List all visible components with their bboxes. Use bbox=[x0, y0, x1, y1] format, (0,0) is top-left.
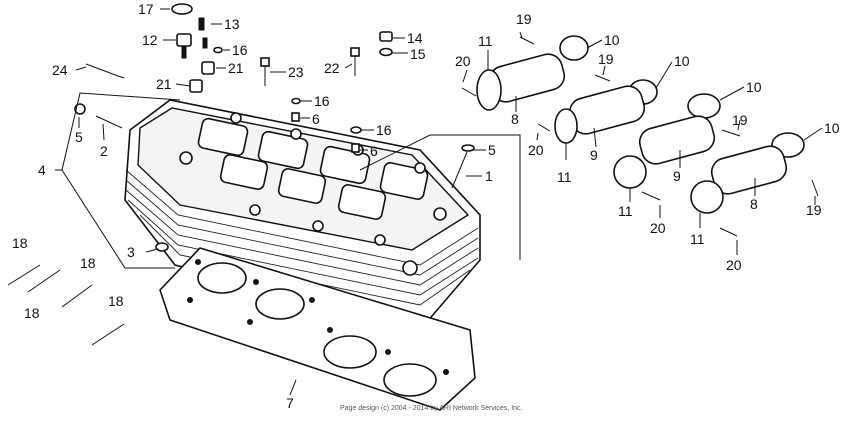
part-labels: 17 13 12 16 21 21 23 24 5 2 16 6 16 6 14… bbox=[12, 1, 840, 411]
label-20d: 20 bbox=[726, 257, 742, 273]
label-18a: 18 bbox=[12, 235, 28, 251]
copyright-notice: Page design (c) 2004 - 2014 by ARI Netwo… bbox=[340, 405, 523, 412]
label-19c: 19 bbox=[732, 112, 748, 128]
spark-plug-24 bbox=[85, 63, 125, 79]
label-9b: 9 bbox=[673, 168, 681, 184]
intake-parts bbox=[461, 35, 819, 237]
label-24: 24 bbox=[52, 62, 68, 78]
label-16b: 16 bbox=[314, 93, 330, 109]
label-16c: 16 bbox=[376, 122, 392, 138]
label-23: 23 bbox=[288, 64, 304, 80]
label-6a: 6 bbox=[312, 111, 320, 127]
label-10c: 10 bbox=[746, 79, 762, 95]
label-19b: 19 bbox=[598, 51, 614, 67]
label-21a: 21 bbox=[228, 60, 244, 76]
plug-tube-2 bbox=[95, 115, 123, 129]
label-19a: 19 bbox=[516, 11, 532, 27]
cap-nut-12 bbox=[176, 33, 192, 47]
label-20c: 20 bbox=[650, 220, 666, 236]
label-11b: 11 bbox=[557, 169, 572, 185]
label-8a: 8 bbox=[511, 111, 519, 127]
label-22: 22 bbox=[324, 60, 340, 76]
label-11a: 11 bbox=[478, 33, 493, 49]
label-21b: 21 bbox=[156, 76, 172, 92]
label-2: 2 bbox=[100, 143, 108, 159]
label-19d: 19 bbox=[806, 202, 822, 218]
dowel-13 bbox=[198, 17, 205, 31]
label-10d: 10 bbox=[824, 120, 840, 136]
label-11c: 11 bbox=[618, 203, 633, 219]
label-17: 17 bbox=[138, 1, 154, 17]
label-5a: 5 bbox=[75, 129, 83, 145]
label-12: 12 bbox=[142, 32, 158, 48]
label-9a: 9 bbox=[590, 147, 598, 163]
label-18b: 18 bbox=[80, 255, 96, 271]
label-10a: 10 bbox=[604, 32, 620, 48]
label-1: 1 bbox=[485, 168, 493, 184]
label-10b: 10 bbox=[674, 53, 690, 69]
label-14: 14 bbox=[407, 30, 423, 46]
label-3: 3 bbox=[127, 244, 135, 260]
leader-lines bbox=[55, 8, 823, 396]
label-15: 15 bbox=[410, 46, 426, 62]
label-5b: 5 bbox=[488, 142, 496, 158]
studs-18 bbox=[7, 264, 125, 346]
hardware-parts bbox=[74, 3, 475, 252]
o-ring-17 bbox=[171, 3, 193, 15]
label-6b: 6 bbox=[370, 143, 378, 159]
label-4: 4 bbox=[38, 162, 46, 178]
label-18c: 18 bbox=[24, 305, 40, 321]
label-20a: 20 bbox=[455, 53, 471, 69]
label-20b: 20 bbox=[528, 142, 544, 158]
head-gasket bbox=[159, 247, 476, 411]
label-11d: 11 bbox=[690, 231, 705, 247]
label-8b: 8 bbox=[750, 196, 758, 212]
label-7: 7 bbox=[286, 395, 294, 411]
label-18d: 18 bbox=[108, 293, 124, 309]
label-13: 13 bbox=[224, 16, 240, 32]
label-16a: 16 bbox=[232, 42, 248, 58]
